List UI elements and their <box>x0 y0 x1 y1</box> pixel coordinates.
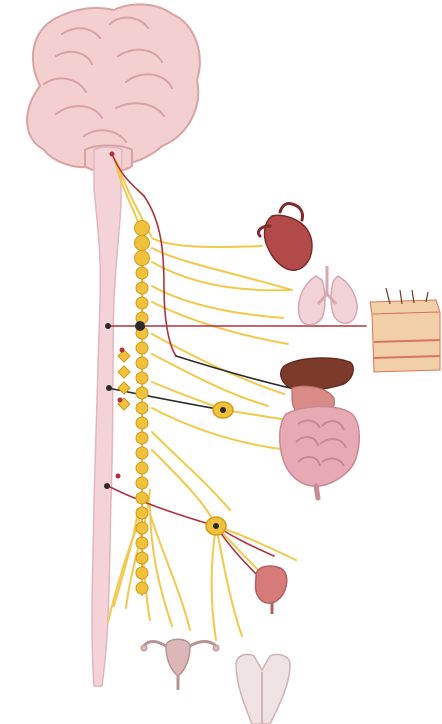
ganglion-node <box>136 417 148 429</box>
ganglion-node <box>136 357 148 369</box>
ganglion-node <box>136 462 148 474</box>
ganglion-node <box>135 221 150 236</box>
ganglion-node <box>136 372 148 384</box>
ganglion-node <box>136 387 148 399</box>
ganglion-node <box>136 282 148 294</box>
ganglion-diamond <box>118 366 130 378</box>
ganglion-pelvic <box>206 517 226 535</box>
sympathetic-ganglion-chain <box>118 221 150 597</box>
ganglion-node <box>136 402 148 414</box>
ganglion-celiac <box>213 402 233 418</box>
ganglion-diamond <box>118 350 130 362</box>
heart-icon <box>258 203 312 270</box>
intestines-icon <box>280 407 360 499</box>
ganglion-node <box>136 297 148 309</box>
ganglion-node <box>136 342 148 354</box>
ganglion-node <box>136 537 148 549</box>
ganglion-node <box>136 447 148 459</box>
bladder-icon <box>256 566 287 614</box>
ganglion-node <box>136 492 148 504</box>
ganglion-node <box>136 477 148 489</box>
ganglion-node <box>136 432 148 444</box>
ganglion-node <box>136 522 148 534</box>
ganglion-node <box>136 507 148 519</box>
skin-icon <box>370 288 440 372</box>
spinal-cord-icon <box>92 147 122 686</box>
lungs-icon <box>299 266 357 325</box>
ganglion-cervical <box>135 321 145 331</box>
ganglion-node <box>136 582 148 594</box>
ganglion-node <box>136 552 148 564</box>
ganglion-node <box>135 236 150 251</box>
ganglion-node <box>136 267 148 279</box>
male-reproductive-icon <box>236 654 290 724</box>
ganglion-node <box>135 251 150 266</box>
uterus-icon <box>141 639 219 690</box>
ganglion-node <box>136 567 148 579</box>
